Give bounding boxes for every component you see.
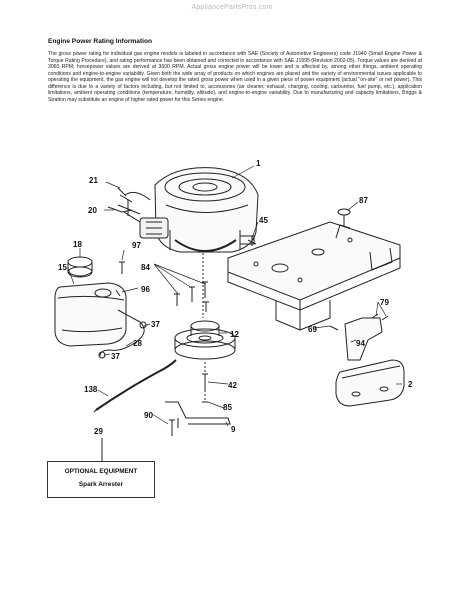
optional-equipment-box: OPTIONAL EQUIPMENT Spark Arrester (47, 461, 155, 498)
power-rating-notice: The gross power rating for individual ga… (48, 51, 422, 103)
muffler-bracket-drawing (165, 401, 231, 436)
callout-96: 96 (141, 285, 150, 294)
callout-42: 42 (228, 381, 237, 390)
fuel-line-drawing (98, 321, 147, 359)
callout-138: 138 (84, 385, 98, 394)
pulley-drawing (174, 320, 236, 360)
callout-45: 45 (259, 216, 268, 225)
leader-lines (67, 165, 402, 427)
optional-equipment-title: OPTIONAL EQUIPMENT (64, 468, 138, 475)
callout-12: 12 (230, 330, 239, 339)
callout-labels: 1 2 9 12 15 18 20 21 28 29 37 37 42 45 6… (58, 159, 413, 436)
throttle-linkage-drawing (107, 187, 133, 216)
callout-9: 9 (231, 425, 236, 434)
engine-drawing (117, 167, 259, 253)
callout-28: 28 (133, 339, 142, 348)
callout-84: 84 (141, 263, 150, 272)
section-heading: Engine Power Rating Information (48, 38, 153, 45)
engine-bolts-drawing (115, 253, 209, 318)
optional-equipment-item: Spark Arrester (78, 481, 124, 488)
mounting-plate-drawing (227, 208, 401, 331)
callout-37-top: 37 (151, 320, 160, 329)
callout-79: 79 (380, 298, 389, 307)
watermark: AppliancePartsPros.com (191, 4, 273, 11)
muffler-drawing (335, 359, 405, 407)
callout-87: 87 (359, 196, 368, 205)
fuel-cap-drawing (67, 256, 93, 278)
callout-29: 29 (94, 427, 103, 436)
callout-94: 94 (356, 339, 365, 348)
fuel-tank-drawing (54, 282, 141, 347)
callout-90: 90 (144, 411, 153, 420)
callout-85: 85 (223, 403, 232, 412)
callout-37-bottom: 37 (111, 352, 120, 361)
callout-20: 20 (88, 206, 97, 215)
callout-15: 15 (58, 263, 67, 272)
callout-2: 2 (408, 380, 413, 389)
ground-cable-drawing (93, 359, 177, 413)
callout-18: 18 (73, 240, 82, 249)
callout-1: 1 (256, 159, 261, 168)
heat-shield-drawing (329, 313, 389, 361)
callout-97: 97 (132, 241, 141, 250)
callout-21: 21 (89, 176, 98, 185)
pulley-bolt-drawing (202, 362, 208, 403)
callout-69: 69 (308, 325, 317, 334)
